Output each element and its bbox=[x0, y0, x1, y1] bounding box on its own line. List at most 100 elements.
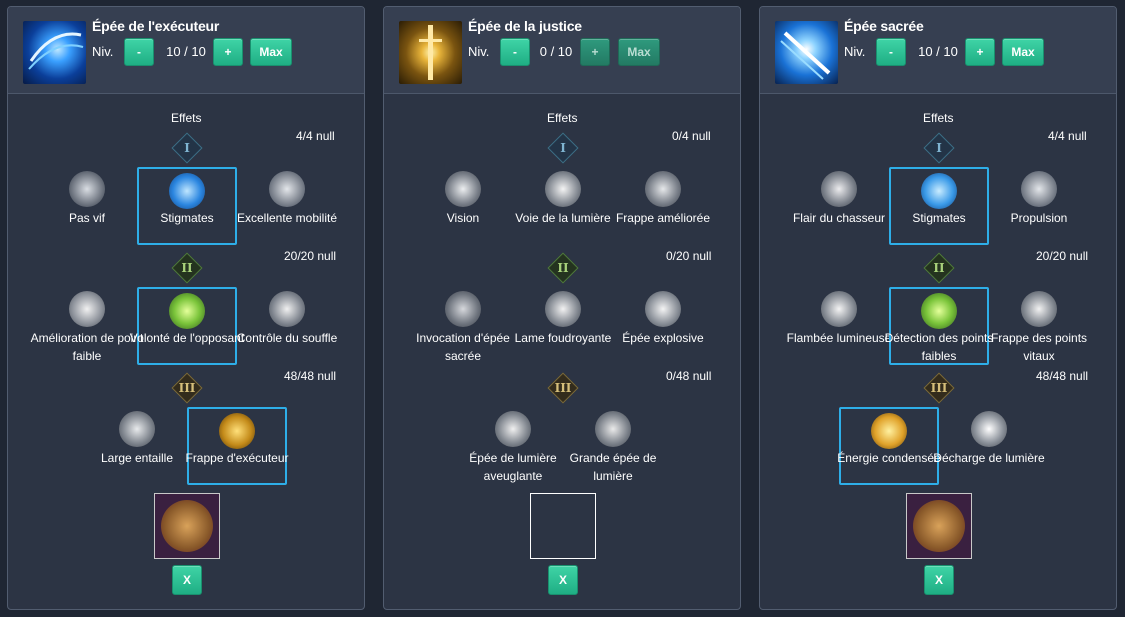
node-epee-lumiere-aveuglante[interactable]: Épée de lumière aveuglante bbox=[463, 407, 563, 485]
node-energie-condensee[interactable]: Énergie condensée bbox=[837, 407, 941, 485]
tier-1-badge: I bbox=[547, 132, 579, 164]
tier-3-count: 48/48 null bbox=[284, 369, 337, 383]
executeur-sword-icon bbox=[23, 21, 86, 84]
tier-1-count: 4/4 null bbox=[296, 129, 335, 143]
eye-icon bbox=[445, 171, 481, 207]
level-max-button[interactable]: Max bbox=[1002, 38, 1044, 66]
node-controle-souffle[interactable]: Contrôle du souffle bbox=[237, 287, 337, 365]
level-value: 10 / 10 bbox=[918, 44, 958, 59]
tier-1-badge: I bbox=[171, 132, 203, 164]
crossed-swords-icon bbox=[219, 413, 255, 449]
node-frappe-points-vitaux[interactable]: Frappe des points vitaux bbox=[989, 287, 1089, 365]
tier-2-count: 20/20 null bbox=[1036, 249, 1089, 263]
blue-wave-icon bbox=[169, 173, 205, 209]
level-increase-button[interactable]: + bbox=[580, 38, 610, 66]
sparkle-icon bbox=[971, 411, 1007, 447]
panel-header: Épée sacrée Niv. - 10 / 10 + Max bbox=[760, 7, 1116, 94]
tier-2-badge: II bbox=[547, 252, 579, 284]
light-burst-icon bbox=[495, 411, 531, 447]
skill-panel-justice: Épée de la justice Niv. - 0 / 10 + Max E… bbox=[383, 6, 741, 610]
tier-2-count: 20/20 null bbox=[284, 249, 337, 263]
node-propulsion[interactable]: Propulsion bbox=[989, 167, 1089, 245]
sacred-sword-icon bbox=[775, 21, 838, 84]
node-volonte-opposant[interactable]: Volonté de l'opposant bbox=[130, 287, 244, 365]
remove-rune-button[interactable]: X bbox=[924, 565, 954, 595]
skill-panel-sacree: Épée sacrée Niv. - 10 / 10 + Max Effets … bbox=[759, 6, 1117, 610]
lightning-icon bbox=[1021, 291, 1057, 327]
light-dash-icon bbox=[821, 291, 857, 327]
tier-2-badge: II bbox=[923, 252, 955, 284]
level-decrease-button[interactable]: - bbox=[124, 38, 154, 66]
dash-icon bbox=[69, 171, 105, 207]
level-decrease-button[interactable]: - bbox=[876, 38, 906, 66]
rune-slot[interactable] bbox=[154, 493, 220, 559]
skill-panel-executeur: Épée de l'exécuteur Niv. - 10 / 10 + Max… bbox=[7, 6, 365, 610]
effects-label: Effets bbox=[547, 111, 578, 125]
sprint-icon bbox=[269, 171, 305, 207]
node-flair-chasseur[interactable]: Flair du chasseur bbox=[789, 167, 889, 245]
tier-2-badge: II bbox=[171, 252, 203, 284]
tier-2-count: 0/20 null bbox=[666, 249, 712, 263]
effects-label: Effets bbox=[171, 111, 202, 125]
node-voie-lumiere[interactable]: Voie de la lumière bbox=[513, 167, 613, 245]
wide-slash-icon bbox=[119, 411, 155, 447]
effects-label: Effets bbox=[923, 111, 954, 125]
level-increase-button[interactable]: + bbox=[965, 38, 995, 66]
tier-3-badge: III bbox=[547, 372, 579, 404]
tier-3-count: 0/48 null bbox=[666, 369, 712, 383]
lightning-icon bbox=[545, 291, 581, 327]
level-max-button[interactable]: Max bbox=[250, 38, 292, 66]
level-max-button[interactable]: Max bbox=[618, 38, 660, 66]
node-epee-explosive[interactable]: Épée explosive bbox=[613, 287, 713, 365]
remove-rune-button[interactable]: X bbox=[172, 565, 202, 595]
node-invocation-epee-sacree[interactable]: Invocation d'épée sacrée bbox=[413, 287, 513, 365]
skill-title: Épée de l'exécuteur bbox=[92, 18, 220, 34]
node-flambee-lumineuse[interactable]: Flambée lumineuse bbox=[787, 287, 891, 365]
tier-1-count: 0/4 null bbox=[672, 129, 711, 143]
compass-icon bbox=[595, 411, 631, 447]
rune-icon bbox=[161, 500, 213, 552]
level-value: 0 / 10 bbox=[539, 44, 573, 59]
node-vision[interactable]: Vision bbox=[413, 167, 513, 245]
sword-slash-icon bbox=[269, 291, 305, 327]
node-large-entaille[interactable]: Large entaille bbox=[87, 407, 187, 485]
skill-title: Épée de la justice bbox=[468, 18, 582, 34]
node-amelioration-point-faible[interactable]: Amélioration de point faible bbox=[31, 287, 143, 365]
rune-slot-empty[interactable] bbox=[530, 493, 596, 559]
level-label: Niv. bbox=[92, 44, 114, 59]
green-skull-icon bbox=[921, 293, 957, 329]
node-decharge-lumiere[interactable]: Décharge de lumière bbox=[933, 407, 1045, 485]
node-lame-foudroyante[interactable]: Lame foudroyante bbox=[513, 287, 613, 365]
green-skull-icon bbox=[169, 293, 205, 329]
level-increase-button[interactable]: + bbox=[213, 38, 243, 66]
level-label: Niv. bbox=[468, 44, 490, 59]
book-icon bbox=[645, 171, 681, 207]
node-pas-vif[interactable]: Pas vif bbox=[37, 167, 137, 245]
panel-header: Épée de l'exécuteur Niv. - 10 / 10 + Max bbox=[8, 7, 364, 94]
level-decrease-button[interactable]: - bbox=[500, 38, 530, 66]
level-label: Niv. bbox=[844, 44, 866, 59]
sprint-icon bbox=[1021, 171, 1057, 207]
explosion-icon bbox=[645, 291, 681, 327]
blue-splash-icon bbox=[921, 173, 957, 209]
remove-rune-button[interactable]: X bbox=[548, 565, 578, 595]
gold-burst-icon bbox=[871, 413, 907, 449]
node-stigmates[interactable]: Stigmates bbox=[889, 167, 989, 245]
node-grande-epee-lumiere[interactable]: Grande épée de lumière bbox=[563, 407, 663, 485]
tier-3-badge: III bbox=[171, 372, 203, 404]
node-frappe-executeur[interactable]: Frappe d'exécuteur bbox=[185, 407, 289, 485]
node-excellente-mobilite[interactable]: Excellente mobilité bbox=[237, 167, 337, 245]
node-stigmates[interactable]: Stigmates bbox=[137, 167, 237, 245]
justice-sword-icon bbox=[399, 21, 462, 84]
panel-header: Épée de la justice Niv. - 0 / 10 + Max bbox=[384, 7, 740, 94]
skill-title: Épée sacrée bbox=[844, 18, 924, 34]
node-detection-points-faibles[interactable]: Détection des points faibles bbox=[885, 287, 993, 365]
node-frappe-amelioree[interactable]: Frappe améliorée bbox=[613, 167, 713, 245]
light-dash-icon bbox=[545, 171, 581, 207]
tier-3-count: 48/48 null bbox=[1036, 369, 1089, 383]
shield-break-icon bbox=[69, 291, 105, 327]
rune-slot[interactable] bbox=[906, 493, 972, 559]
tier-1-count: 4/4 null bbox=[1048, 129, 1087, 143]
sword-altar-icon bbox=[821, 171, 857, 207]
tier-3-badge: III bbox=[923, 372, 955, 404]
